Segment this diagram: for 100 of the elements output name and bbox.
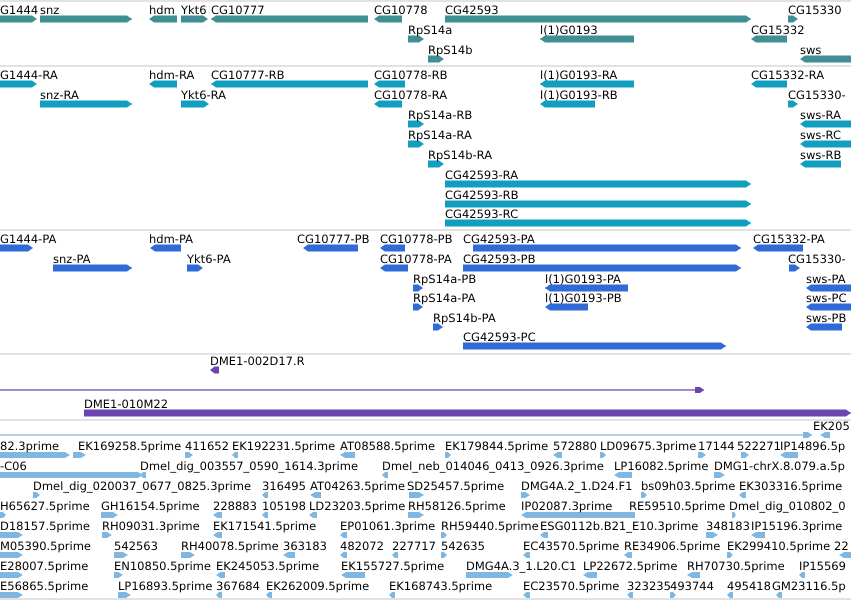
feature-label: CG15332-RA: [751, 68, 824, 82]
feature-label: Dmel_dig_010802_0: [729, 499, 846, 513]
feature-label: sws-RC: [800, 128, 841, 142]
feature-label: Ykt6-PA: [187, 252, 231, 266]
feature-label: CG10778: [374, 3, 428, 17]
feature-label: CG42593: [445, 3, 499, 17]
feature-label: 227717: [392, 539, 436, 553]
feature-label: RpS14a-PB: [413, 272, 476, 286]
feature-label: 348183: [706, 519, 750, 533]
feature-label: EK303316.5prime: [739, 479, 842, 493]
feature-label: GH16154.5prime: [101, 499, 200, 513]
feature-label: 495418: [727, 579, 771, 593]
feature-label: CG42593-PC: [463, 330, 536, 344]
feature-label: RpS14a-PA: [413, 291, 476, 305]
feature-label: EC43570.5prime: [523, 539, 620, 553]
feature-label: Dmel_neb_014046_0413_0926.3prime: [382, 459, 604, 473]
feature-label: RH09031.3prime: [102, 519, 200, 533]
feature-label: DME1-010M22: [84, 397, 168, 411]
feature-label: M05390.5prime: [0, 539, 91, 553]
feature-label: RH40078.5prime: [181, 539, 279, 553]
feature-label: EK179844.5prime: [445, 439, 548, 453]
feature-label: 105198: [262, 499, 306, 513]
feature-label: RpS14a-RA: [408, 128, 472, 142]
feature-label: LP16082.5prime: [614, 459, 708, 473]
feature-label: RH58126.5prime: [408, 499, 506, 513]
feature-label: RH59440.5prime: [441, 519, 539, 533]
feature-label: 367684: [216, 579, 260, 593]
feature-label: 542635: [441, 539, 485, 553]
feature-label: snz: [40, 3, 60, 17]
feature-label: SD25457.5prime: [407, 479, 504, 493]
feature-label: snz-PA: [53, 252, 91, 266]
feature-label: EK168743.5prime: [389, 579, 492, 593]
feature-label: G1444-RA: [0, 68, 58, 82]
feature-label: 363183: [283, 539, 327, 553]
feature-label: bs09h03.5prime: [641, 479, 736, 493]
feature-label: Ykt6-RA: [181, 88, 226, 102]
feature-label: 411652: [185, 439, 229, 453]
feature-label: 482072: [340, 539, 384, 553]
feature-label: l(1)G0193-PA: [545, 272, 621, 286]
feature-label: RpS14b-RA: [428, 148, 492, 162]
feature-label: l(1)G0193-RB: [540, 88, 618, 102]
feature-label: EK262009.5prime: [266, 579, 370, 593]
feature-label: CG15330: [788, 3, 842, 17]
feature-label: ESG0112b.B21_E10.3prime: [540, 519, 698, 533]
feature-label: snz-RA: [40, 88, 79, 102]
feature-label: H65627.5prime: [0, 499, 90, 513]
feature-label: 228883: [213, 499, 257, 513]
feature-label: 82.3prime: [0, 439, 60, 453]
feature-label: RpS14b: [428, 43, 473, 57]
feature-label: 493744: [670, 579, 714, 593]
feature-label: IP02087.3prime: [521, 499, 612, 513]
feature-label: EK155727.5prime: [341, 559, 444, 573]
feature-label: Dmel_dig_003557_0590_1614.3prime: [140, 459, 358, 473]
feature-label: IP15196.3prime: [751, 519, 842, 533]
feature-label: EK192231.5prime: [232, 439, 336, 453]
feature-label: sws-PA: [806, 272, 846, 286]
feature-label: 316495: [262, 479, 306, 493]
feature-label: EP01061.3prime: [340, 519, 436, 533]
feature-label: CG10778-PA: [380, 252, 452, 266]
feature-label: CG10778-PB: [380, 232, 452, 246]
feature-label: 572880: [553, 439, 597, 453]
feature-label: E28007.5prime: [0, 559, 88, 573]
feature-label: hdm-RA: [149, 68, 194, 82]
feature-label: l(1)G0193-RA: [540, 68, 618, 82]
feature-label: hdm-PA: [149, 232, 194, 246]
feature-label: CG15330-: [788, 88, 846, 102]
feature-label: E56865.5prime: [0, 579, 88, 593]
feature-label: sws-PB: [806, 311, 846, 325]
feature-label: RpS14a-RB: [408, 108, 472, 122]
feature-label: sws-PC: [806, 291, 847, 305]
feature-label: RH70730.5prime: [687, 559, 785, 573]
feature-label: CG15330-: [788, 252, 846, 266]
feature-label: LP22672.5prime: [583, 559, 678, 573]
feature-label: DMG4A.3_1.L20.C1: [466, 559, 576, 573]
feature-label: CG42593-RA: [445, 168, 518, 182]
feature-label: AT04263.5prime: [310, 479, 406, 493]
feature-label: G1444: [0, 3, 38, 17]
feature-label: D18157.5prime: [0, 519, 90, 533]
feature-label: EN10850.5prime: [114, 559, 211, 573]
feature-label: 542563: [114, 539, 158, 553]
feature-label: GM23116.5p: [772, 579, 846, 593]
feature-label: l(1)G0193-PB: [545, 291, 622, 305]
feature-label: CG42593-PB: [463, 252, 536, 266]
feature-label: IP14896.5p: [780, 439, 846, 453]
feature-label: LD23203.5prime: [309, 499, 406, 513]
feature-label: 522271: [737, 439, 781, 453]
feature-label: Ykt6: [181, 3, 207, 17]
feature-label: Dmel_dig_020037_0677_0825.3prime: [33, 479, 252, 493]
feature-label: 323235: [627, 579, 671, 593]
feature-label: sws-RA: [800, 108, 841, 122]
feature-label: RpS14b-PA: [433, 311, 496, 325]
feature-label: CG10777-PB: [297, 232, 370, 246]
feature-label: CG42593-RB: [445, 188, 519, 202]
feature-label: CG10778-RB: [374, 68, 448, 82]
feature-label: DMG1-chrX.8.079.a.5p: [714, 459, 845, 473]
feature-label: EK299410.5prime: [727, 539, 830, 553]
feature-label: EK169258.5prime: [78, 439, 182, 453]
feature-label: RpS14a: [408, 23, 452, 37]
feature-label: -C06: [0, 459, 27, 473]
feature-label: LP16893.5prime: [118, 579, 212, 593]
